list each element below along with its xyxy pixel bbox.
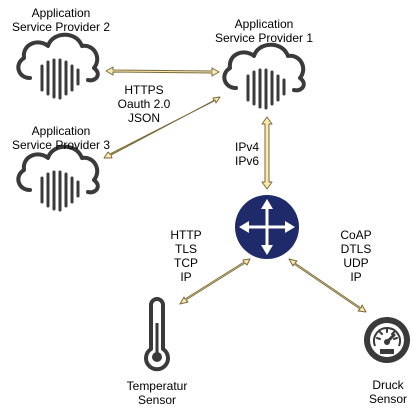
cloud-icon-asp3 xyxy=(16,144,100,212)
thermometer-icon xyxy=(144,297,170,372)
cloud-icon-asp2 xyxy=(16,32,100,100)
pressure-gauge-icon xyxy=(364,317,410,363)
temp-protocols-label: HTTP TLS TCP IP xyxy=(170,228,202,284)
router-icon xyxy=(235,195,299,259)
arrow-router-temp xyxy=(179,258,251,305)
arrow-asp3-asp1 xyxy=(103,96,221,159)
druck-protocols-label: CoAP DTLS UDP IP xyxy=(340,228,372,284)
cloud-protocols-label: HTTPS Oauth 2.0 JSON xyxy=(117,83,171,125)
arrow-asp1-router xyxy=(261,116,273,190)
arrow-router-druck xyxy=(288,258,367,313)
asp2-label: Application Service Provider 2 xyxy=(11,6,111,34)
druck-sensor-label: Druck Sensor xyxy=(368,378,408,406)
asp3-label: Application Service Provider 3 xyxy=(11,124,111,152)
ip-versions-label: IPv4 IPv6 xyxy=(234,140,259,168)
temp-sensor-label: Temperatur Sensor xyxy=(126,379,188,407)
arrow-asp2-asp1 xyxy=(105,66,220,77)
asp1-label: Application Service Provider 1 xyxy=(214,17,314,45)
arrows xyxy=(103,66,367,313)
cloud-icon-asp1 xyxy=(222,42,306,110)
